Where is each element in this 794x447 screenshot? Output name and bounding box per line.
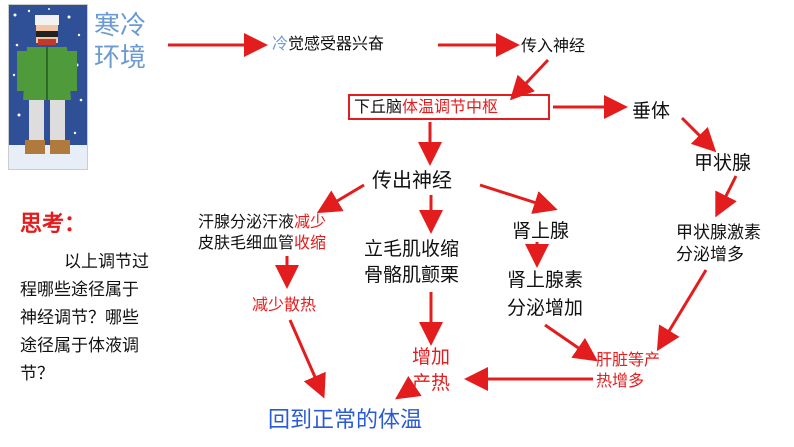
arrow-thyroid-liver xyxy=(656,269,708,352)
pituitary-label: 垂体 xyxy=(632,100,671,122)
afferent-nerve-label: 传入神经 xyxy=(521,36,586,55)
person-in-snow-illustration xyxy=(8,4,88,170)
reduce-heat-loss-label: 减少散热 xyxy=(252,295,317,314)
receptor-label: 冷觉感受器兴奋 xyxy=(272,34,385,53)
think-line-4: 途径属于体液调 xyxy=(20,336,139,356)
think-line-3: 神经调节？哪些 xyxy=(20,308,139,328)
result-label: 回到正常的体温 xyxy=(268,408,423,433)
think-title: 思考： xyxy=(20,212,87,237)
think-question: 以上调节过 程哪些途径属于 神经调节？哪些 途径属于体液调 节？ xyxy=(20,248,149,388)
hypothalamus-box xyxy=(348,94,550,120)
arrow-pituitary-thyroid xyxy=(680,116,717,153)
sweat-vessel-label: 汗腺分泌汗液减少 皮肤毛细血管收缩 xyxy=(198,212,327,252)
think-line-5: 节？ xyxy=(20,364,54,384)
liver-heat-label: 肝脏等产 热增多 xyxy=(596,350,661,390)
efferent-nerve-label: 传出神经 xyxy=(372,168,452,192)
thyroid-hormone-label: 甲状腺激素 分泌增多 xyxy=(676,223,761,266)
arrow-afferent-hypothalamus xyxy=(509,58,550,101)
arrow-adrenaline-liver xyxy=(544,323,598,362)
thyroid-label: 甲状腺 xyxy=(694,152,752,174)
cold-environment-label: 寒冷 环境 xyxy=(94,11,147,73)
arrow-reduce-result xyxy=(288,319,326,399)
increase-heat-label: 增加 产热 xyxy=(412,346,451,394)
arrow-heat-result xyxy=(395,376,422,400)
arrow-efferent-adrenal xyxy=(479,183,558,214)
arrow-thyroid-hormone xyxy=(715,175,738,218)
muscle-response-label: 立毛肌收缩 骨骼肌颤栗 xyxy=(364,238,460,286)
hypothalamus-label: 下丘脑体温调节中枢 xyxy=(354,97,499,116)
think-line-2: 程哪些途径属于 xyxy=(20,280,139,300)
person-in-snow-icon xyxy=(9,5,87,169)
arrow-efferent-sweat xyxy=(316,183,365,214)
adrenaline-label: 肾上腺素 分泌增加 xyxy=(507,269,584,319)
adrenal-gland-label: 肾上腺 xyxy=(512,220,570,242)
think-line-1: 以上调节过 xyxy=(64,252,149,272)
